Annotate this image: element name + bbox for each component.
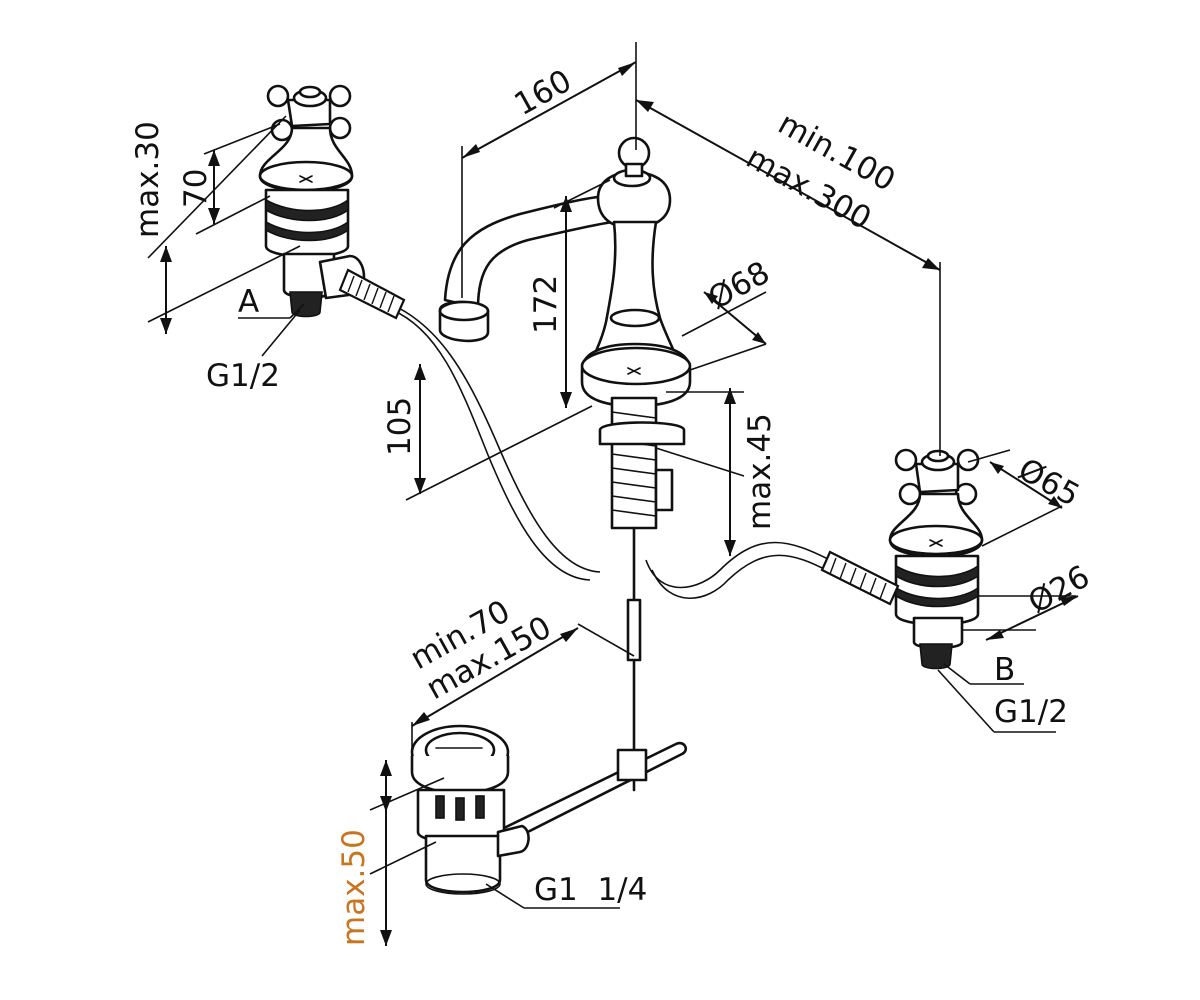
spout-base-mark (627, 367, 641, 375)
left-supply-hose (379, 299, 601, 573)
dimension-105: 105 (382, 364, 593, 501)
spout-threaded-shank (610, 396, 658, 530)
label-max50: max.50 (336, 829, 372, 946)
spout-outlet-top (438, 300, 490, 322)
label-max45: max.45 (742, 413, 778, 530)
right-braided-connector (820, 550, 900, 606)
left-braid-hatching (347, 275, 395, 313)
waste-stopper-skirt (410, 754, 510, 795)
right-handle-valve (820, 448, 984, 670)
callout-left-connection: A G1/2 (206, 284, 305, 394)
dimension-diameter-68: Ø68 (681, 255, 776, 371)
callout-right-connection: B G1/2 (937, 652, 1068, 733)
spout-mounting-bracket (598, 421, 686, 446)
right-supply-hose (645, 541, 831, 589)
popup-rod-coupling (626, 598, 642, 662)
left-valve-ribbed-body (264, 188, 350, 258)
label-max30: max.30 (130, 121, 166, 238)
right-cross-handle (894, 448, 980, 506)
dimension-max50: max.50 (336, 760, 445, 946)
spout-lock-nut (654, 468, 674, 512)
popup-waste-assembly (410, 724, 688, 895)
label-diameter-65: Ø65 (1012, 452, 1085, 514)
dimension-left-handle: max.30 70 (130, 115, 301, 334)
dimension-172: 172 (528, 179, 611, 408)
waste-rod-clip (616, 748, 648, 782)
waste-tailpiece (424, 834, 502, 894)
right-supply-hose-outer (651, 554, 831, 599)
dimension-max45: max.45 (655, 388, 778, 556)
label-left-G12: G1/2 (206, 358, 280, 394)
left-braided-connector (338, 268, 406, 320)
spout-assembly (438, 136, 692, 792)
label-diameter-26: Ø26 (1022, 559, 1095, 621)
spout-knob-stem (624, 162, 644, 178)
right-valve-ribbed-body (894, 554, 980, 626)
dimension-spread: min.100 max.300 (635, 99, 941, 456)
label-right-G12: G1/2 (994, 694, 1068, 730)
waste-side-port (496, 824, 530, 858)
label-105: 105 (382, 397, 418, 456)
right-braid-hatching (829, 557, 887, 600)
spout-body (592, 220, 678, 358)
left-supply-hose-outer (391, 309, 591, 581)
label-G1-1-4: G1 1/4 (534, 872, 647, 908)
waste-pivot-rod (498, 741, 688, 844)
spout-body-collar (609, 308, 661, 328)
label-172: 172 (528, 275, 564, 334)
left-handle-valve (258, 84, 406, 320)
label-diameter-68: Ø68 (702, 255, 775, 317)
dimension-diameter-26: Ø26 (962, 559, 1096, 641)
label-70: 70 (178, 169, 214, 208)
callout-waste-thread: G1 1/4 (485, 872, 647, 909)
dimension-diameter-65: Ø65 (967, 449, 1085, 547)
waste-body-slots (435, 795, 485, 821)
spout-base-top (580, 346, 692, 386)
label-B: B (994, 652, 1015, 688)
label-A: A (238, 284, 259, 320)
right-valve-thread (919, 643, 953, 670)
